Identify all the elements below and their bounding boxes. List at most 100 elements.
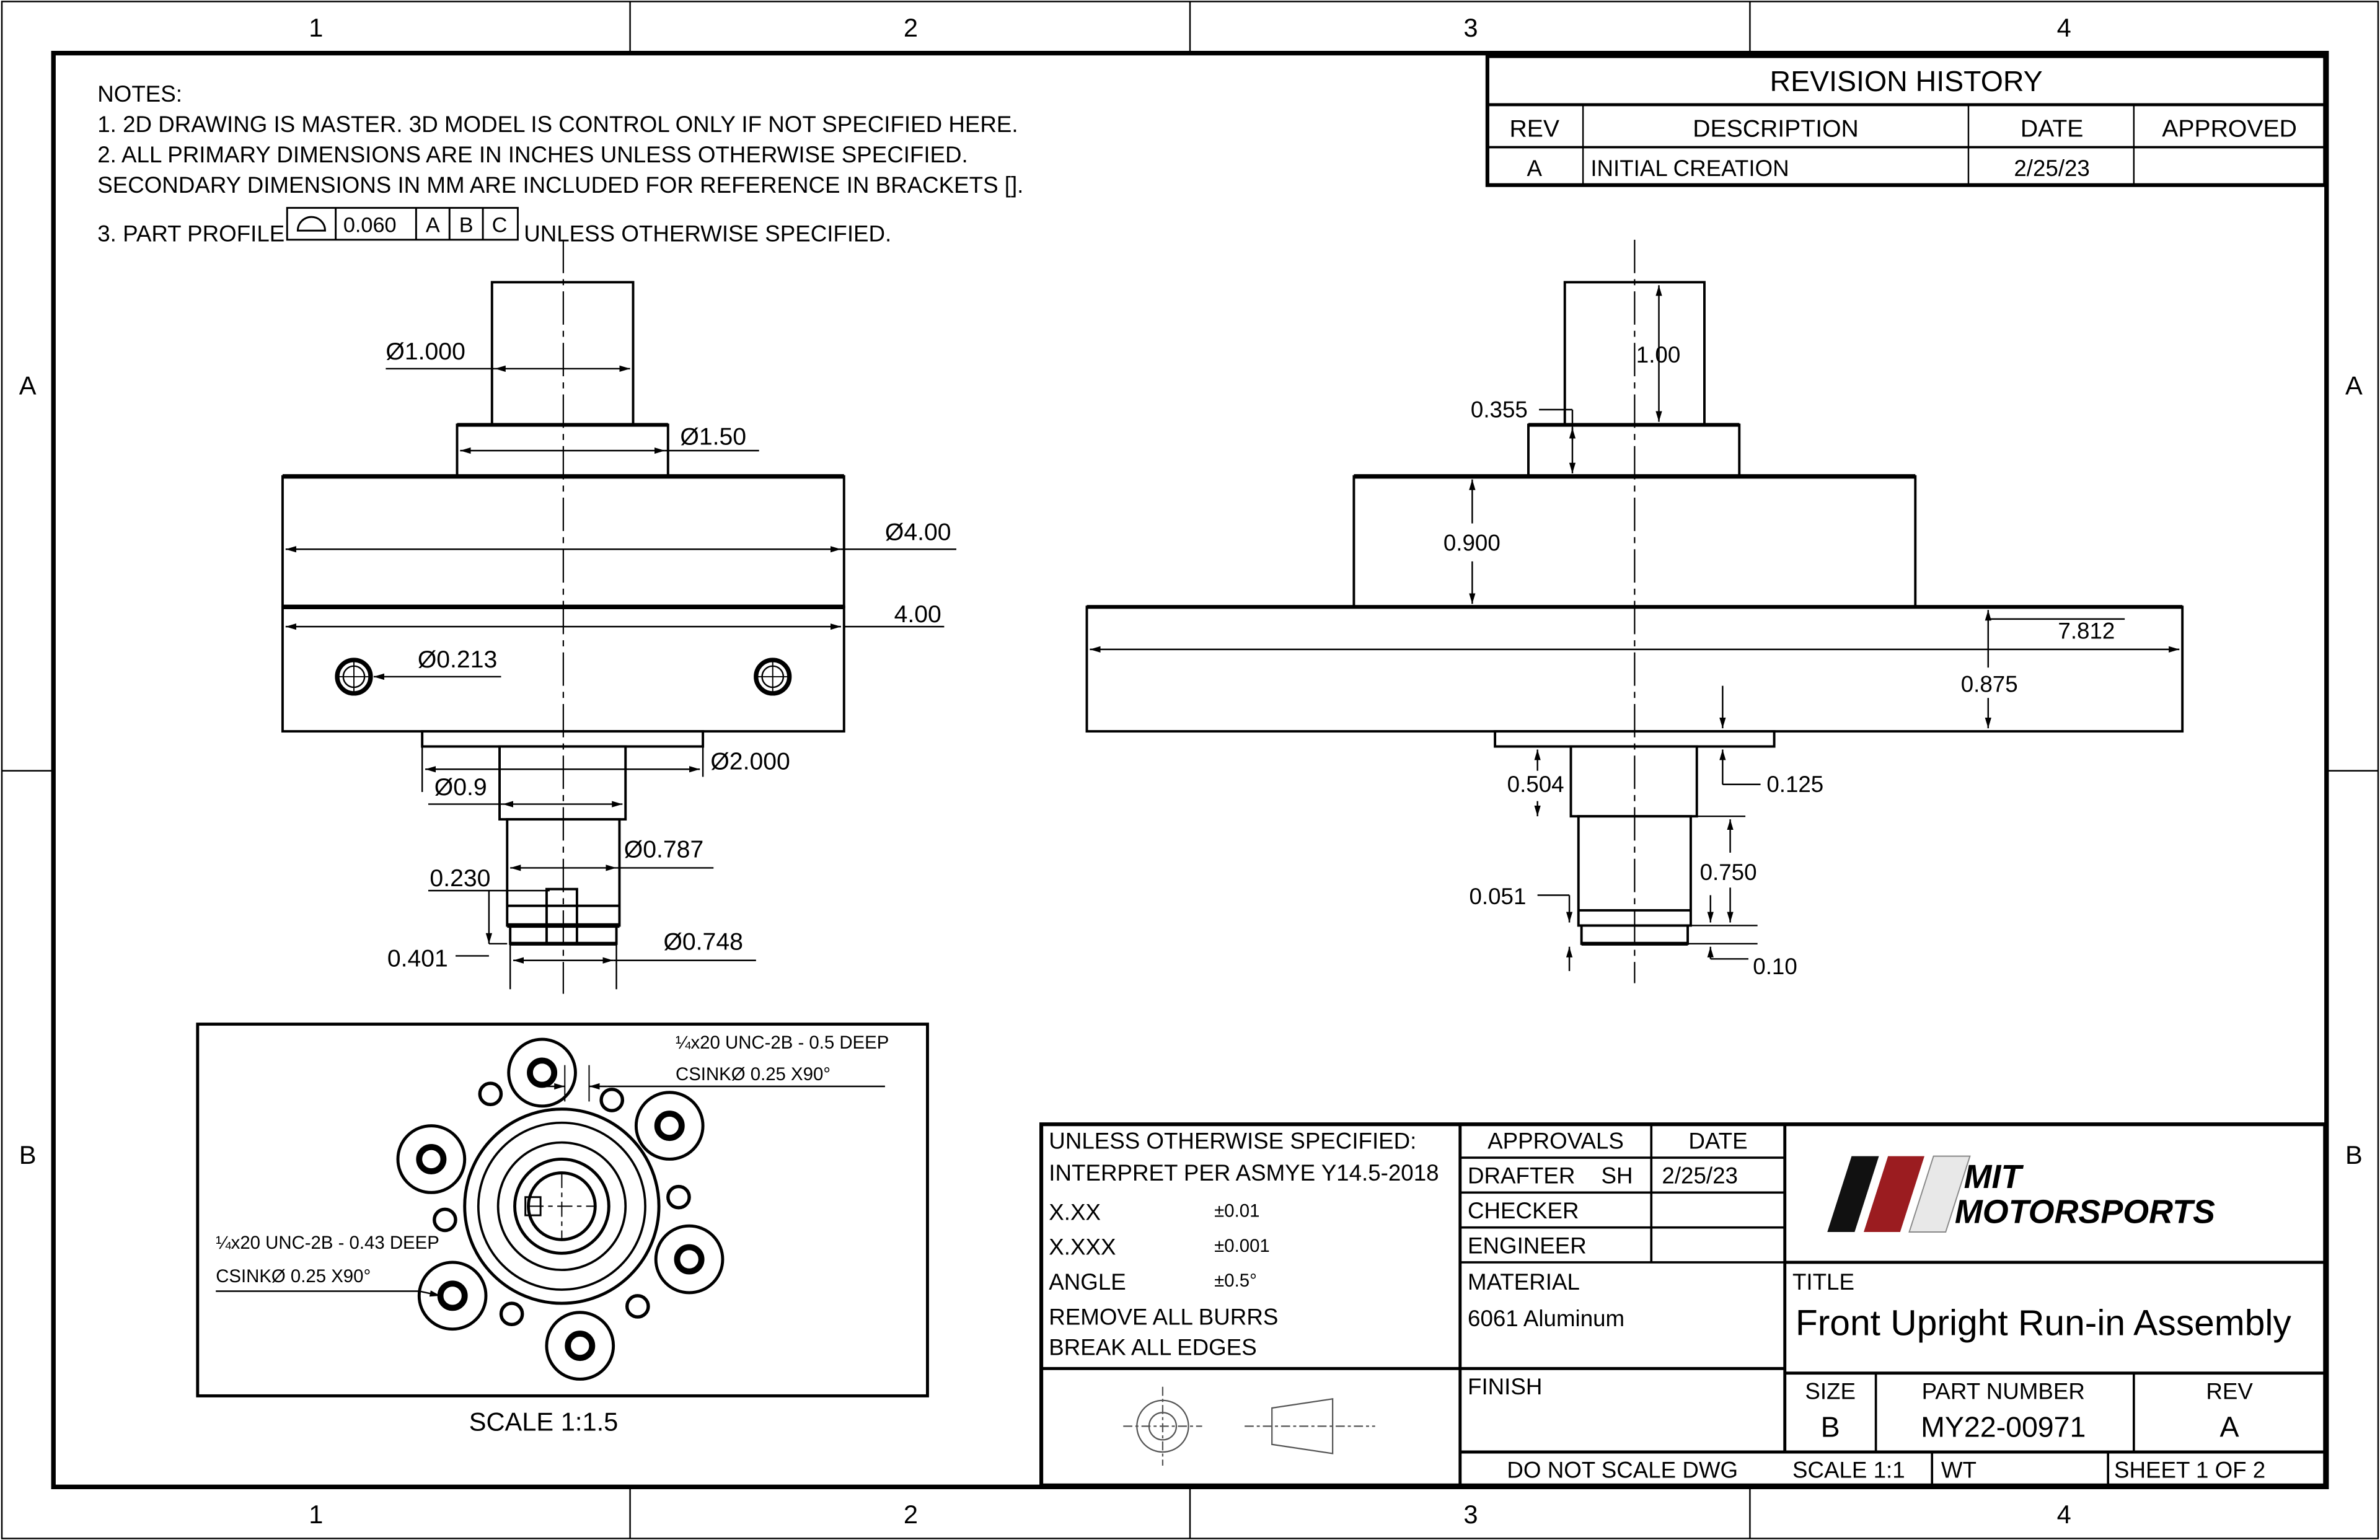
tb-tol-angle-label: ANGLE	[1049, 1269, 1126, 1295]
detail-view-scale: SCALE 1:1.5	[469, 1407, 619, 1437]
detail-callout-1-csink: CSINKØ 0.25 X90°	[676, 1064, 831, 1085]
zone-labels: 1 2 3 4 1 2 3 4 A A B B	[19, 13, 2363, 1529]
side-dim-010: 0.10	[1753, 954, 1797, 979]
bolt-hole-2	[634, 1091, 705, 1161]
zone-col-2-bottom: 2	[904, 1500, 918, 1529]
front-view-dimension-text: Ø1.000 Ø1.50 Ø4.00 4.00 Ø0.213 Ø2.000 Ø0…	[386, 338, 951, 972]
front-dim-dia-0748: Ø0.748	[663, 929, 743, 956]
bolt-hole-4	[545, 1311, 615, 1381]
side-view: 1.00 0.355 0.900 7.812 0.875 0.504 0.125…	[1085, 239, 2184, 983]
tb-approvals-header: APPROVALS	[1488, 1128, 1624, 1153]
note-2b: SECONDARY DIMENSIONS IN MM ARE INCLUDED …	[97, 172, 1023, 198]
rev-row-date: 2/25/23	[2014, 156, 2090, 181]
logo-stripe-2	[1864, 1156, 1924, 1232]
zone-row-a-right: A	[2345, 371, 2363, 400]
side-dim-0051: 0.051	[1469, 884, 1526, 909]
tb-weight: WT	[1941, 1458, 1977, 1483]
title-block: UNLESS OTHERWISE SPECIFIED: INTERPRET PE…	[1039, 1122, 2327, 1487]
front-dim-dia-09: Ø0.9	[434, 774, 487, 801]
zone-col-4-bottom: 4	[2057, 1500, 2071, 1529]
detail-view-frame	[196, 1023, 929, 1397]
side-dim-7812: 7.812	[2058, 618, 2115, 644]
tb-size-value: B	[1821, 1411, 1840, 1443]
rev-header-description: DESCRIPTION	[1693, 115, 1859, 142]
logo-stripe-1	[1827, 1156, 1879, 1232]
tb-spec-line-1: UNLESS OTHERWISE SPECIFIED:	[1049, 1128, 1416, 1153]
side-dim-0504: 0.504	[1507, 772, 1564, 797]
tb-rev-label: REV	[2206, 1378, 2253, 1404]
detail-view: ¼x20 UNC-2B - 0.5 DEEP CSINKØ 0.25 X90° …	[196, 1023, 929, 1437]
profile-tolerance-frame	[286, 206, 519, 241]
front-view-dimension-lines	[285, 365, 956, 990]
tb-drafter-initials: SH	[1601, 1163, 1633, 1189]
tb-burrs-note: REMOVE ALL BURRS	[1049, 1304, 1278, 1329]
side-dim-0875: 0.875	[1961, 671, 2018, 697]
tb-sheet: SHEET 1 OF 2	[2114, 1458, 2265, 1483]
revision-history-table: REVISION HISTORY REV DESCRIPTION DATE AP…	[1485, 54, 2327, 187]
tb-tol-xxx-value: ±0.001	[1214, 1236, 1270, 1256]
zone-row-a-left: A	[19, 371, 37, 400]
note-2: 2. ALL PRIMARY DIMENSIONS ARE IN INCHES …	[97, 142, 968, 167]
front-dim-dia-400: Ø4.00	[885, 519, 951, 546]
zone-col-2-top: 2	[904, 13, 918, 42]
front-dim-dia-1000: Ø1.000	[386, 338, 465, 365]
tb-checker-label: CHECKER	[1468, 1198, 1579, 1223]
zone-col-3-top: 3	[1463, 13, 1478, 42]
front-dim-0401: 0.401	[387, 946, 448, 972]
front-dim-dia-0787: Ø0.787	[624, 836, 703, 863]
tb-title-label: TITLE	[1792, 1269, 1854, 1295]
profile-datum-a: A	[426, 214, 440, 237]
tb-part-number-value: MY22-00971	[1921, 1411, 2086, 1443]
logo-text-motorsports: MOTORSPORTS	[1955, 1193, 2215, 1230]
bolt-hole-1	[507, 1037, 577, 1108]
profile-tolerance-value: 0.060	[343, 214, 397, 237]
tb-title-value: Front Upright Run-in Assembly	[1796, 1303, 2292, 1343]
zone-col-4-top: 4	[2057, 13, 2071, 42]
side-view-dimension-lines	[1090, 285, 2180, 971]
tb-size-label: SIZE	[1805, 1378, 1856, 1404]
side-dim-0750: 0.750	[1700, 860, 1757, 885]
side-dim-0355: 0.355	[1471, 397, 1528, 422]
note-3-suffix: UNLESS OTHERWISE SPECIFIED.	[524, 221, 891, 246]
front-view-holes	[335, 658, 792, 696]
rev-header-rev: REV	[1510, 115, 1560, 142]
tb-part-number-label: PART NUMBER	[1922, 1378, 2085, 1404]
tb-finish-label: FINISH	[1468, 1374, 1542, 1399]
logo-text-mit: MIT	[1964, 1158, 2024, 1195]
logo-stripe-3	[1908, 1155, 1971, 1233]
zone-col-1-top: 1	[309, 13, 323, 42]
tb-material-value: 6061 Aluminum	[1468, 1306, 1624, 1331]
zone-row-b-right: B	[2345, 1140, 2363, 1169]
tb-material-label: MATERIAL	[1468, 1269, 1580, 1295]
detail-callout-1-thread: ¼x20 UNC-2B - 0.5 DEEP	[676, 1032, 889, 1053]
rev-header-date: DATE	[2021, 115, 2084, 142]
tb-rev-value: A	[2220, 1411, 2239, 1443]
front-view: Ø1.000 Ø1.50 Ø4.00 4.00 Ø0.213 Ø2.000 Ø0…	[281, 239, 956, 994]
zone-row-b-left: B	[19, 1140, 37, 1169]
tb-date-header: DATE	[1688, 1128, 1747, 1153]
tb-tol-xx-label: X.XX	[1049, 1199, 1101, 1225]
front-dim-0230: 0.230	[430, 865, 490, 892]
side-view-dimension-text: 1.00 0.355 0.900 7.812 0.875 0.504 0.125…	[1443, 342, 2115, 979]
front-dim-400: 4.00	[894, 601, 941, 628]
rev-header-approved: APPROVED	[2162, 115, 2297, 142]
front-dim-dia-150: Ø1.50	[680, 423, 746, 450]
tb-do-not-scale: DO NOT SCALE DWG	[1507, 1458, 1738, 1483]
detail-callout-2-thread: ¼x20 UNC-2B - 0.43 DEEP	[216, 1233, 439, 1253]
note-1: 1. 2D DRAWING IS MASTER. 3D MODEL IS CON…	[97, 112, 1018, 137]
tb-scale: SCALE 1:1	[1792, 1458, 1905, 1483]
tb-spec-line-2: INTERPRET PER ASMYE Y14.5-2018	[1049, 1160, 1439, 1186]
mit-motorsports-logo: MIT MOTORSPORTS	[1827, 1155, 2215, 1233]
tb-tol-xxx-label: X.XXX	[1049, 1234, 1116, 1260]
revision-history-title: REVISION HISTORY	[1770, 65, 2043, 97]
notes-heading: NOTES:	[97, 81, 182, 107]
tb-tol-xx-value: ±0.01	[1214, 1201, 1259, 1221]
side-dim-100: 1.00	[1636, 342, 1680, 367]
profile-datum-c: C	[492, 214, 508, 237]
tb-engineer-label: ENGINEER	[1468, 1233, 1587, 1258]
front-dim-dia-0213: Ø0.213	[418, 646, 497, 673]
rev-row-description: INITIAL CREATION	[1590, 156, 1789, 181]
profile-datum-b: B	[459, 214, 474, 237]
zone-col-1-bottom: 1	[309, 1500, 323, 1529]
detail-callout-2-csink: CSINKØ 0.25 X90°	[216, 1266, 371, 1287]
